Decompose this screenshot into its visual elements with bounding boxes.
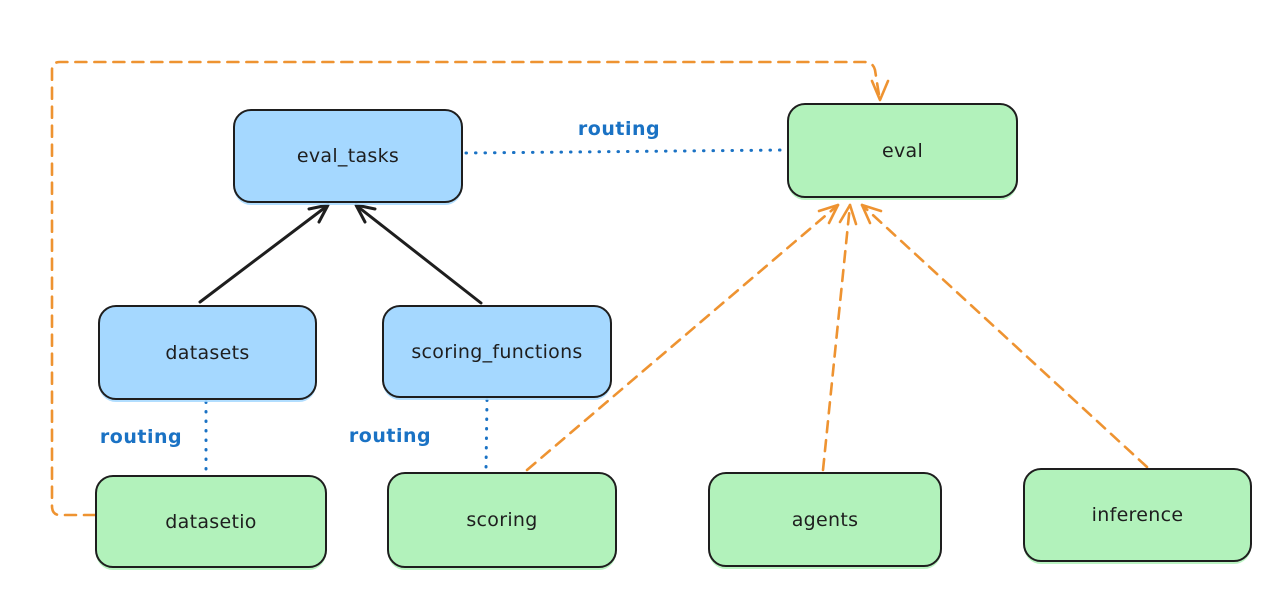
edge-label-routing-scoring-functions-scoring: routing <box>348 425 432 447</box>
edge-datasets-eval-tasks-solid <box>198 204 329 304</box>
edge-label-routing-datasets-datasetio: routing <box>99 426 183 448</box>
node-agents-label: agents <box>791 508 859 531</box>
arrowhead-datasetio-eval <box>870 79 890 102</box>
arrowhead-agents-eval <box>838 203 858 226</box>
edge-inference-eval-dashed <box>860 203 1149 469</box>
edge-agents-eval-dashed <box>821 203 852 472</box>
node-eval-tasks-label: eval_tasks <box>296 145 400 167</box>
node-eval-label: eval <box>881 139 924 162</box>
node-scoring: scoring <box>387 472 617 568</box>
edge-eval-tasks-eval-dotted <box>464 148 788 155</box>
node-scoring-functions-label: scoring_functions <box>411 340 583 363</box>
node-eval-tasks: eval_tasks <box>233 109 463 203</box>
arrowhead-datasets-eval-tasks <box>307 203 330 224</box>
node-datasetio: datasetio <box>95 475 327 568</box>
node-datasetio-label: datasetio <box>165 510 257 533</box>
node-inference-label: inference <box>1091 504 1184 526</box>
node-datasets-label: datasets <box>165 341 250 364</box>
edge-label-routing-eval-tasks-eval: routing <box>577 118 661 140</box>
edge-scoring-functions-scoring-dotted <box>484 398 489 471</box>
node-agents: agents <box>708 472 942 567</box>
node-inference: inference <box>1023 468 1252 562</box>
arrowhead-scoring-eval <box>817 203 840 225</box>
arrowhead-scoring-functions-eval-tasks <box>354 203 377 224</box>
node-datasets: datasets <box>98 305 317 400</box>
node-scoring-functions: scoring_functions <box>382 305 612 398</box>
edge-scoring-functions-eval-tasks-solid <box>355 204 483 305</box>
node-eval: eval <box>787 103 1018 198</box>
node-scoring-label: scoring <box>466 509 538 531</box>
arrowhead-inference-eval <box>860 203 883 225</box>
